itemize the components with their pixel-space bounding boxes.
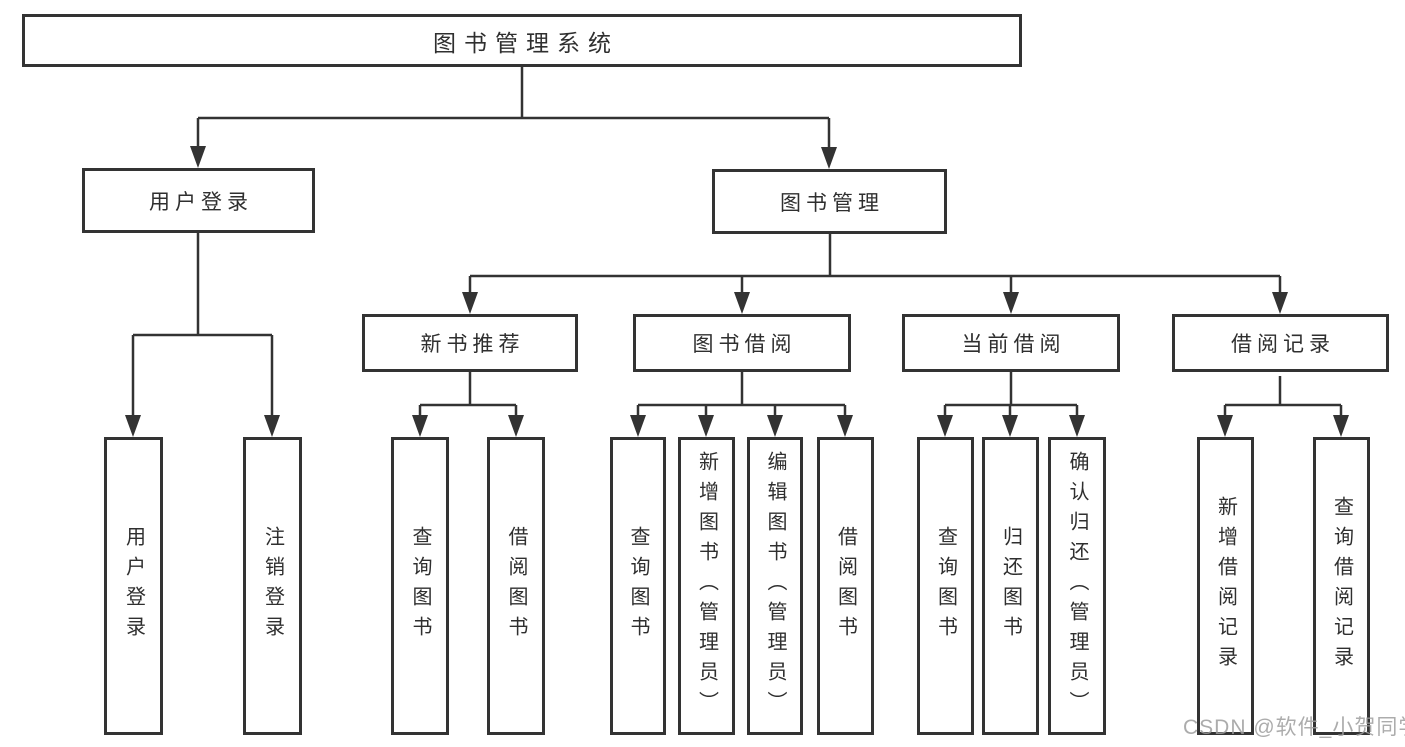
node-label: 用户登录 [122,526,145,646]
node-borrow-books-borrowing: 借阅图书 [817,437,874,735]
node-add-borrow-record: 新增借阅记录 [1197,437,1254,735]
node-confirm-return-admin: 确认归还（管理员） [1048,437,1106,735]
node-label: 借阅图书 [834,526,857,646]
node-user-login: 用户登录 [82,168,315,233]
node-label: 注销登录 [261,526,284,646]
node-label: 新增借阅记录 [1214,496,1237,676]
node-query-books-recommend: 查询图书 [391,437,449,735]
node-user-login-leaf: 用户登录 [104,437,163,735]
node-label: 新书推荐 [420,333,525,356]
node-label: 查询借阅记录 [1330,496,1353,676]
node-label: 归还图书 [999,526,1022,646]
node-return-books: 归还图书 [982,437,1039,735]
node-label: 图书管理系统 [433,29,619,56]
node-label: 图书管理 [780,191,884,215]
node-label: 查询图书 [409,526,431,646]
node-book-borrowing: 图书借阅 [633,314,851,372]
node-logout: 注销登录 [243,437,302,735]
node-label: 借阅图书 [505,526,527,646]
node-book-management: 图书管理 [712,169,947,234]
node-label: 借阅记录 [1231,333,1335,356]
node-query-books-borrowing: 查询图书 [610,437,666,735]
node-label: 确认归还（管理员） [1066,451,1088,721]
node-label: 新增图书（管理员） [695,451,718,721]
node-label: 查询图书 [934,526,957,646]
node-label: 图书借阅 [692,333,797,356]
node-label: 查询图书 [627,526,649,646]
node-borrowing-records: 借阅记录 [1172,314,1389,372]
node-library-system: 图书管理系统 [22,14,1022,67]
node-borrow-books-recommend: 借阅图书 [487,437,545,735]
node-label: 编辑图书（管理员） [764,451,786,721]
node-query-borrow-record: 查询借阅记录 [1313,437,1370,735]
node-label: 当前借阅 [961,333,1066,356]
node-query-books-current: 查询图书 [917,437,974,735]
node-add-books-admin: 新增图书（管理员） [678,437,735,735]
node-new-book-recommend: 新书推荐 [362,314,578,372]
node-label: 用户登录 [149,190,253,214]
csdn-watermark: CSDN @软件_小贺同学 [1183,716,1405,739]
node-current-borrowing: 当前借阅 [902,314,1120,372]
node-edit-books-admin: 编辑图书（管理员） [747,437,803,735]
